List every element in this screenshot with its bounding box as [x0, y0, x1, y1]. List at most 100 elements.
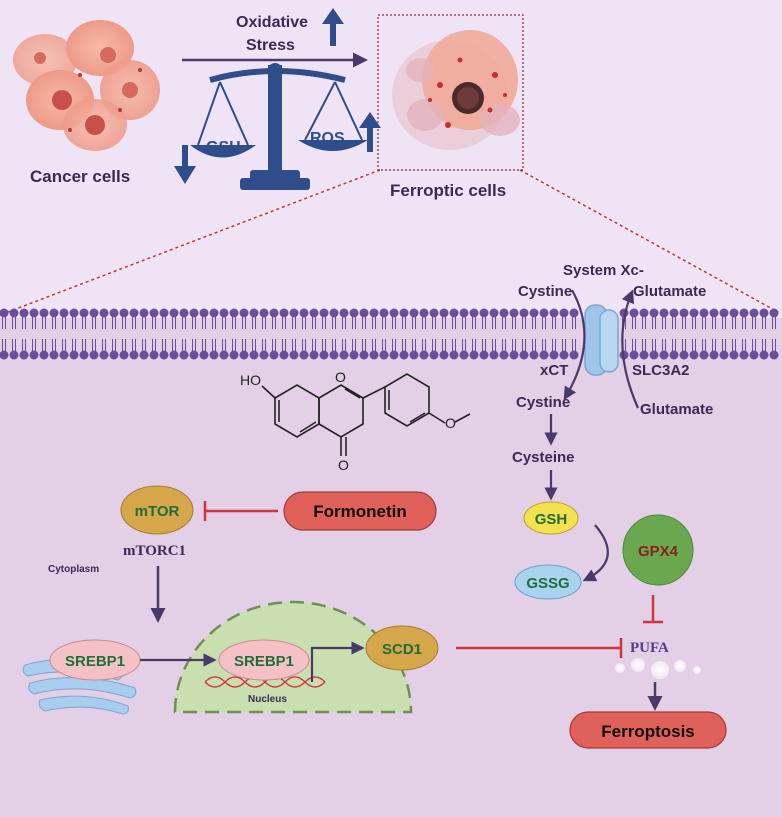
oxidative-label-line2: Stress — [246, 37, 295, 54]
lipid-head — [549, 308, 559, 318]
oxidative-label-line1: Oxidative — [236, 14, 308, 31]
lipid-head — [139, 308, 149, 318]
lipid-head — [479, 308, 489, 318]
lipid-head — [339, 308, 349, 318]
lipid-head — [669, 350, 679, 360]
lipid-head — [179, 308, 189, 318]
lipid-head — [309, 308, 319, 318]
lipid-head — [399, 308, 409, 318]
lipid-head — [639, 308, 649, 318]
lipid-head — [0, 350, 9, 360]
mtor-node — [120, 485, 194, 535]
lipid-head — [79, 308, 89, 318]
zoom-line-right — [519, 169, 779, 313]
lipid-head — [449, 308, 459, 318]
lipid-head — [369, 350, 379, 360]
lipid-head — [119, 350, 129, 360]
lipid-head — [499, 308, 509, 318]
lipid-head — [289, 308, 299, 318]
lipid-head — [29, 350, 39, 360]
lipid-head — [59, 308, 69, 318]
lipid-head — [129, 308, 139, 318]
lipid-head — [139, 350, 149, 360]
lipid-head — [159, 308, 169, 318]
cystine-inside-label: Cystine — [516, 394, 570, 411]
lipid-head — [339, 350, 349, 360]
cytoplasm-label: Cytoplasm — [48, 564, 99, 575]
lipid-head — [329, 308, 339, 318]
lipid-head — [459, 350, 469, 360]
gsh-to-gssg-arrow — [582, 524, 609, 582]
lipid-head — [389, 308, 399, 318]
cystine-outside-label: Cystine — [518, 283, 572, 300]
lipid-head — [219, 308, 229, 318]
lipid-head — [559, 350, 569, 360]
molecule-methoxy-o-label: O — [445, 415, 456, 431]
lipid-head — [319, 308, 329, 318]
lipid-head — [429, 350, 439, 360]
lipid-head — [269, 350, 279, 360]
formononetin-structure-icon — [261, 373, 471, 456]
lipid-head — [399, 350, 409, 360]
slc3a2-label: SLC3A2 — [632, 362, 690, 379]
lipid-head — [709, 308, 719, 318]
lipid-head — [29, 308, 39, 318]
lipid-head — [349, 350, 359, 360]
lipid-head — [129, 350, 139, 360]
lipid-head — [189, 308, 199, 318]
lipid-head — [99, 350, 109, 360]
oxidative-up-arrow-icon — [322, 8, 344, 46]
pufa-label: PUFA — [630, 640, 669, 656]
cancer-cells-label: Cancer cells — [30, 167, 130, 186]
lipid-head — [89, 308, 99, 318]
xct-label: xCT — [540, 362, 568, 379]
lipid-head — [229, 308, 239, 318]
lipid-head — [679, 308, 689, 318]
lipid-head — [109, 350, 119, 360]
lipid-head — [729, 308, 739, 318]
formonetin-node-label: Formonetin — [313, 502, 407, 521]
lipid-head — [79, 350, 89, 360]
ros-up-arrow-icon — [359, 112, 381, 152]
ferroptosis-node — [569, 711, 727, 749]
lipid-head — [39, 308, 49, 318]
lipid-head — [569, 350, 579, 360]
gsh-node — [523, 501, 579, 535]
lipid-head — [489, 308, 499, 318]
cystine-import-arrow — [563, 289, 586, 401]
nucleus-label: Nucleus — [248, 694, 287, 705]
lipid-head — [199, 350, 209, 360]
lipid-head — [109, 308, 119, 318]
lipid-head — [239, 308, 249, 318]
pufa-droplets-icon — [615, 658, 701, 679]
lipid-head — [419, 350, 429, 360]
lipid-head — [649, 308, 659, 318]
lipid-head — [19, 350, 29, 360]
lipid-head — [769, 350, 779, 360]
lipid-head — [489, 350, 499, 360]
ferroptic-cell-image — [392, 30, 520, 150]
lipid-head — [359, 308, 369, 318]
gsh-down-arrow-icon — [174, 145, 196, 184]
lipid-head — [169, 350, 179, 360]
scale-gsh-label: GSH — [206, 139, 241, 156]
lipid-head — [749, 350, 759, 360]
lipid-head — [719, 350, 729, 360]
gsh-node-label: GSH — [535, 511, 568, 528]
lipid-head — [659, 350, 669, 360]
srebp1-nucleus-label: SREBP1 — [234, 653, 294, 670]
ferroptic-cells-label: Ferroptic cells — [390, 181, 506, 200]
lipid-head — [39, 350, 49, 360]
lipid-head — [159, 350, 169, 360]
balance-scale-icon — [190, 63, 368, 190]
lipid-head — [349, 308, 359, 318]
lipid-head — [639, 350, 649, 360]
lipid-head — [279, 308, 289, 318]
lipid-head — [269, 308, 279, 318]
srebp1-to-scd1-arrow — [310, 641, 365, 682]
gssg-node — [514, 564, 582, 600]
cysteine-label: Cysteine — [512, 449, 575, 466]
lipid-head — [509, 350, 519, 360]
lipid-head — [249, 308, 259, 318]
lipid-head — [629, 308, 639, 318]
